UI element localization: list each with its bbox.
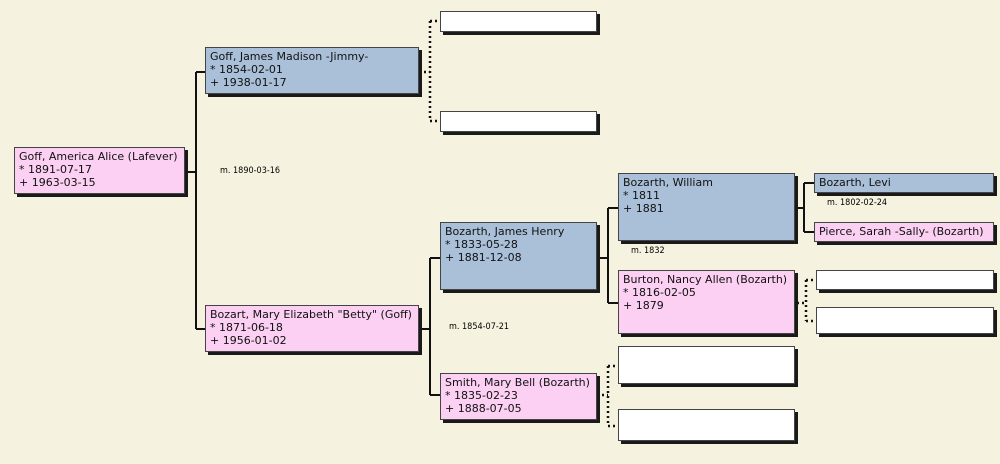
person-box-maternal-grandmother[interactable]: Smith, Mary Bell (Bozarth) * 1835-02-23 … xyxy=(440,373,597,420)
person-box-mother[interactable]: Bozart, Mary Elizabeth "Betty" (Goff) * … xyxy=(205,305,419,352)
person-name: Bozarth, James Henry xyxy=(445,225,565,238)
person-birth: * 1891-07-17 xyxy=(19,163,92,176)
person-name: Bozarth, William xyxy=(623,176,713,189)
empty-person-slot[interactable] xyxy=(440,111,597,132)
person-death: + 1956-01-02 xyxy=(210,334,287,347)
person-box-maternal-grandfather[interactable]: Bozarth, James Henry * 1833-05-28 + 1881… xyxy=(440,222,597,290)
person-death: + 1938-01-17 xyxy=(210,76,287,89)
person-death: + 1879 xyxy=(623,299,664,312)
person-birth: * 1871-06-18 xyxy=(210,321,283,334)
person-birth: * 1854-02-01 xyxy=(210,63,283,76)
marriage-date-great-grandfather-parents: m. 1802-02-24 xyxy=(827,198,888,208)
empty-person-slot[interactable] xyxy=(618,409,795,441)
marriage-date-grandfather-parents: m. 1832 xyxy=(631,246,665,256)
person-name: Bozarth, Levi xyxy=(819,176,891,189)
person-box-great-grandfather[interactable]: Bozarth, William * 1811 + 1881 xyxy=(618,173,795,241)
empty-person-slot[interactable] xyxy=(440,11,597,32)
person-name: Bozart, Mary Elizabeth "Betty" (Goff) xyxy=(210,308,412,321)
person-birth: * 1816-02-05 xyxy=(623,286,696,299)
person-death: + 1881-12-08 xyxy=(445,251,522,264)
person-box-great-great-grandfather[interactable]: Bozarth, Levi xyxy=(814,173,994,193)
person-box-root[interactable]: Goff, America Alice (Lafever) * 1891-07-… xyxy=(14,147,185,194)
empty-person-slot[interactable] xyxy=(618,346,795,384)
empty-person-slot[interactable] xyxy=(816,307,994,334)
person-box-great-great-grandmother[interactable]: Pierce, Sarah -Sally- (Bozarth) xyxy=(814,222,994,242)
empty-person-slot[interactable] xyxy=(816,270,994,290)
person-name: Goff, James Madison -Jimmy- xyxy=(210,50,369,63)
marriage-date-mother-parents: m. 1854-07-21 xyxy=(449,322,510,332)
person-name: Burton, Nancy Allen (Bozarth) xyxy=(623,273,788,286)
person-death: + 1963-03-15 xyxy=(19,176,96,189)
person-name: Smith, Mary Bell (Bozarth) xyxy=(445,376,590,389)
marriage-date-root-parents: m. 1890-03-16 xyxy=(220,166,281,176)
person-death: + 1881 xyxy=(623,202,664,215)
person-box-great-grandmother[interactable]: Burton, Nancy Allen (Bozarth) * 1816-02-… xyxy=(618,270,795,334)
person-name: Goff, America Alice (Lafever) xyxy=(19,150,178,163)
person-birth: * 1833-05-28 xyxy=(445,238,518,251)
person-name: Pierce, Sarah -Sally- (Bozarth) xyxy=(819,225,984,238)
person-birth: * 1811 xyxy=(623,189,660,202)
person-birth: * 1835-02-23 xyxy=(445,389,518,402)
person-death: + 1888-07-05 xyxy=(445,402,522,415)
person-box-father[interactable]: Goff, James Madison -Jimmy- * 1854-02-01… xyxy=(205,47,419,94)
